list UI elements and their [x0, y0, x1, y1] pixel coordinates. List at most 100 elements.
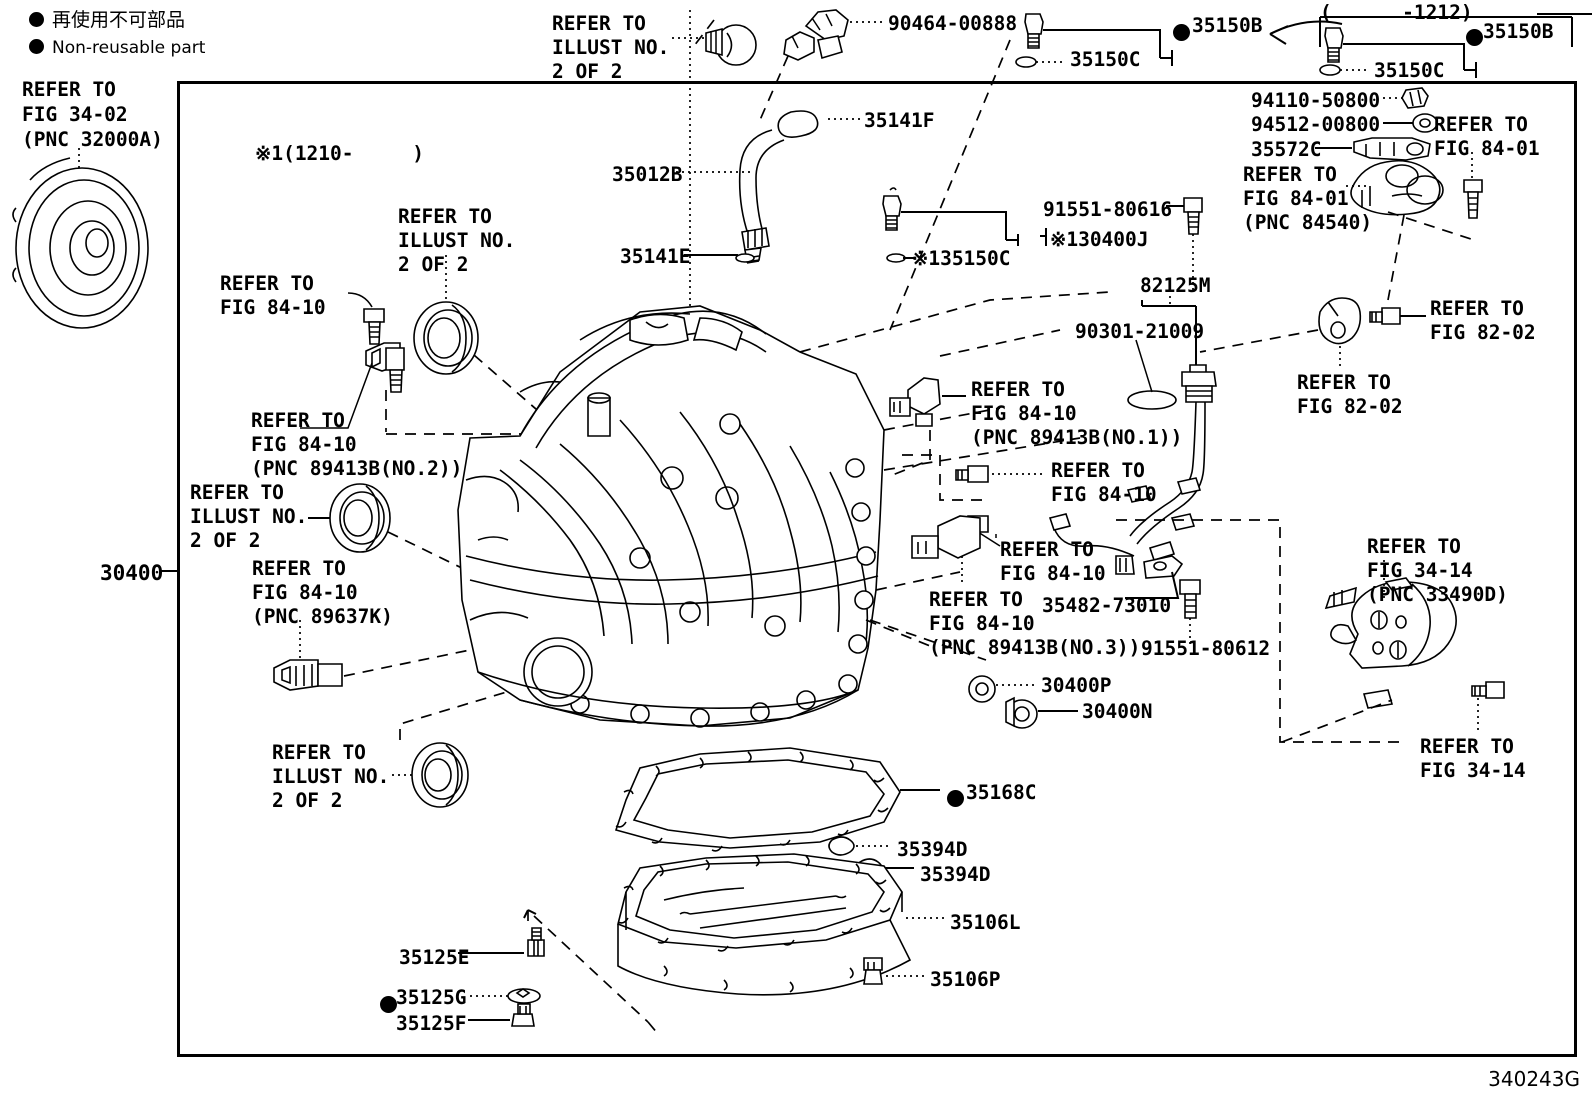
- p-35168C: 35168C: [966, 781, 1037, 804]
- nut-35125F-art: [511, 1003, 535, 1027]
- p-35125G: 35125G: [396, 986, 467, 1009]
- p-30400P: 30400P: [1041, 674, 1112, 697]
- ref-illust-2a: REFER TO ILLUST NO. 2 OF 2: [398, 205, 516, 276]
- hose-35012B-art: [738, 110, 819, 264]
- ref-illust-2c: REFER TO ILLUST NO. 2 OF 2: [272, 741, 390, 812]
- ref-illust-top: REFER TO ILLUST NO. 2 OF 2: [552, 12, 670, 83]
- ref-fig8410-c: REFER TO FIG 84-10: [1000, 538, 1106, 585]
- sensor-35150-top2-art: [1324, 27, 1344, 63]
- p-35150C-top1: 35150C: [1070, 48, 1141, 71]
- dipstick-82125M-art: [1048, 290, 1217, 561]
- p-90301-21009: 90301-21009: [1075, 320, 1205, 343]
- washer-94512-art: [1412, 113, 1438, 133]
- grommet-35482-art: [1115, 555, 1135, 575]
- ref-fig3414-pnc: REFER TO FIG 34-14 (PNC 33490D): [1367, 535, 1508, 606]
- ref-fig8410-no2: REFER TO FIG 84-10 (PNC 89413B(NO.2)): [251, 409, 463, 480]
- p-35150B-top1: 35150B: [1192, 14, 1263, 37]
- note-mark-1: ※1(1210- ): [255, 142, 424, 165]
- oil-seal-lower-art: [411, 742, 469, 808]
- bolt-91551-80612-art: [1179, 579, 1201, 619]
- oil-seal-mid-art: [329, 483, 391, 553]
- ref-fig8401-pnc: REFER TO FIG 84-01 (PNC 84540): [1243, 163, 1373, 234]
- sensor-35150-mid-art: [882, 187, 902, 231]
- sensor-35150-top1-art: [1024, 13, 1044, 49]
- bolt-fig3414-art: [1471, 681, 1505, 699]
- bolt-35125E-art: [527, 927, 545, 957]
- nonreusable-bullet-jp: [29, 12, 44, 27]
- p-35150C-mid: ※135150C: [912, 247, 1011, 270]
- p-35012B: 35012B: [612, 163, 683, 186]
- ref-fig8410-no1: REFER TO FIG 84-10 (PNC 89413B(NO.1)): [971, 378, 1183, 449]
- p-35482-73010: 35482-73010: [1042, 594, 1172, 617]
- connector-90464-art: [783, 9, 849, 61]
- transmission-case-art: [457, 305, 885, 728]
- bolt-35106P-art: [863, 957, 883, 985]
- p-91551-80612: 91551-80612: [1141, 637, 1271, 660]
- p-35394D-2: 35394D: [920, 863, 991, 886]
- bullet-35168C: [947, 790, 964, 807]
- bullet-35150B-1: [1173, 24, 1190, 41]
- p-35394D-1: 35394D: [897, 838, 968, 861]
- sensor-89413B-no2-art: [365, 342, 405, 393]
- ref-illust-2b: REFER TO ILLUST NO. 2 OF 2: [190, 481, 308, 552]
- torque-converter-art: [12, 148, 149, 329]
- p-35150C-top2: 35150C: [1374, 59, 1445, 82]
- p-35106L: 35106L: [950, 911, 1021, 934]
- washer-30400P-art: [968, 675, 996, 703]
- p-90464-00888: 90464-00888: [888, 12, 1018, 35]
- p-30400J: ※130400J: [1050, 228, 1149, 251]
- ref-fig8202-b: REFER TO FIG 82-02: [1297, 371, 1403, 418]
- bullet-35150B-2: [1466, 29, 1483, 46]
- p-35125F: 35125F: [396, 1012, 467, 1035]
- p-82125M: 82125M: [1140, 274, 1211, 297]
- nut-94110-art: [1401, 87, 1429, 109]
- bolt-fig8202-art: [1369, 307, 1401, 325]
- gasket-35168C-art: [614, 747, 901, 852]
- plug-illust2-art: [705, 24, 757, 66]
- p-35125E: 35125E: [399, 946, 470, 969]
- bracket-84540-art: [1350, 159, 1444, 216]
- ref-fig8410-b: REFER TO FIG 84-10: [1051, 459, 1157, 506]
- bolt-91551-80616-art: [1183, 197, 1203, 235]
- sensor-89413B-no1-art: [889, 377, 941, 427]
- bracket-fig8202-art: [1318, 297, 1362, 345]
- p-91551-80616: 91551-80616: [1043, 198, 1173, 221]
- main-group-number: 30400: [100, 561, 164, 585]
- magnet-35394D-1-art: [828, 836, 855, 856]
- sensor-89413B-no3-art: [911, 515, 981, 559]
- p-35572C: 35572C: [1251, 138, 1322, 161]
- ref-fig8410-no3: REFER TO FIG 84-10 (PNC 89413B(NO.3)): [929, 588, 1141, 659]
- p-35150B-top2: 35150B: [1483, 20, 1554, 43]
- p-94512-00800: 94512-00800: [1251, 113, 1381, 136]
- ref-fig3402-line1: REFER TO: [22, 78, 116, 101]
- oil-pan-35106L-art: [617, 853, 912, 996]
- ref-fig3402-line3: (PNC 32000A): [22, 128, 163, 151]
- p-35141F: 35141F: [864, 109, 935, 132]
- bolt-fig8410-tl-art: [363, 308, 385, 345]
- bolt-fig8410-b-art: [955, 465, 989, 483]
- ref-fig3414-b: REFER TO FIG 34-14: [1420, 735, 1526, 782]
- clip-35482-art: [1143, 555, 1184, 579]
- ref-fig8210-a: REFER TO FIG 84-10: [220, 272, 326, 319]
- p-35106P: 35106P: [930, 968, 1001, 991]
- figure-code: 340243G: [1488, 1066, 1580, 1091]
- legend-jp-text: 再使用不可部品: [52, 9, 186, 31]
- ref-fig8401-r: REFER TO FIG 84-01: [1434, 113, 1540, 160]
- pump-33490D-art: [1324, 577, 1457, 709]
- p-94110-50800: 94110-50800: [1251, 89, 1381, 112]
- ref-fig3402-line2: FIG 34-02: [22, 103, 128, 126]
- ref-fig8202-a: REFER TO FIG 82-02: [1430, 297, 1536, 344]
- bullet-35125G: [380, 996, 397, 1013]
- plug-30400N-art: [1005, 696, 1038, 729]
- sensor-89637K-art: [273, 659, 343, 691]
- bolt-fig8401-art: [1463, 179, 1483, 219]
- legend-en-text: Non-reusable part: [52, 38, 206, 58]
- p-30400N: 30400N: [1082, 700, 1153, 723]
- lever-35572C-art: [1353, 137, 1431, 161]
- bracket-1212: ( -1212): [1320, 1, 1473, 24]
- ref-fig8410-89637: REFER TO FIG 84-10 (PNC 89637K): [252, 557, 393, 628]
- nonreusable-bullet-en: [29, 39, 44, 54]
- p-35141E: 35141E: [620, 245, 691, 268]
- oil-seal-upper-art: [413, 301, 479, 375]
